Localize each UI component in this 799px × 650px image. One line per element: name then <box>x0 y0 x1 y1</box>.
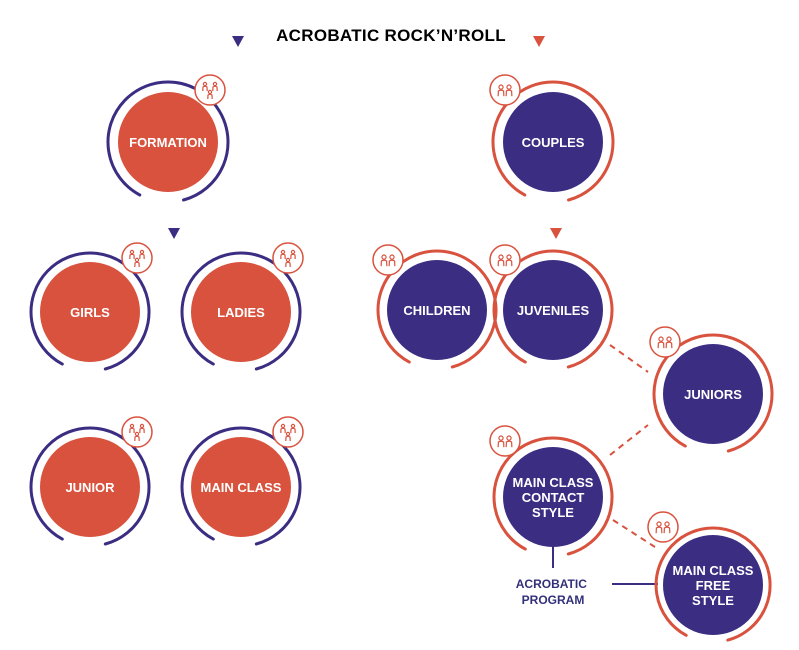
acrobatic-program-label: ACROBATIC PROGRAM <box>516 577 590 607</box>
node-disc <box>191 437 291 537</box>
node-disc <box>503 92 603 192</box>
node-children: CHILDREN <box>372 244 498 369</box>
node-ring-arc <box>29 426 151 546</box>
node-disc <box>503 447 603 547</box>
node-label: FORMATION <box>129 135 207 150</box>
node-label: CHILDREN <box>403 303 470 318</box>
node-ring-arc <box>376 249 498 369</box>
node-disc <box>503 260 603 360</box>
node-label: MAIN CLASS <box>201 480 282 495</box>
node-disc <box>118 92 218 192</box>
node-juniors: JUNIORS <box>649 326 774 453</box>
couples-branch-triangle-icon <box>550 228 562 239</box>
node-ring-arc <box>491 80 615 202</box>
node-label: COUPLES <box>522 135 585 150</box>
node-juveniles: JUVENILES <box>489 244 614 369</box>
group-formation-icon <box>194 74 226 106</box>
diagram-title: ACROBATIC ROCK’N’ROLL <box>276 26 506 45</box>
couple-icon <box>372 244 404 276</box>
node-ladies: LADIES <box>180 242 304 371</box>
node-ring-arc <box>180 251 302 371</box>
node-disc <box>387 260 487 360</box>
formation-branch-triangle-icon <box>168 228 180 239</box>
node-main-class: MAIN CLASS <box>180 416 304 546</box>
node-disc <box>40 437 140 537</box>
node-disc <box>663 535 763 635</box>
node-ring-arc <box>492 249 614 369</box>
node-ring-arc <box>654 526 772 642</box>
couple-icon <box>647 511 679 543</box>
node-formation: FORMATION <box>106 74 230 202</box>
junior-group-icon <box>121 416 153 448</box>
title-left-triangle-icon <box>232 36 244 47</box>
title-right-triangle-icon <box>533 36 545 47</box>
node-label: GIRLS <box>70 305 110 320</box>
connector-contact-free <box>612 519 656 548</box>
couple-icon <box>489 244 521 276</box>
node-ring-arc <box>492 436 614 556</box>
girls-group-icon <box>121 242 153 274</box>
node-label: LADIES <box>217 305 265 320</box>
node-ring-arc <box>29 251 151 371</box>
connector-juniors-contact <box>609 424 649 456</box>
node-couples: COUPLES <box>489 74 615 202</box>
node-label: JUNIORS <box>684 387 742 402</box>
node-disc <box>40 262 140 362</box>
main-class-group-icon <box>272 416 304 448</box>
couple-icon <box>489 74 521 106</box>
ladies-group-icon <box>272 242 304 274</box>
couple-icon <box>489 425 521 457</box>
connector-juveniles-juniors <box>609 344 649 373</box>
node-girls: GIRLS <box>29 242 153 371</box>
node-ring-arc <box>180 426 302 546</box>
node-disc <box>191 262 291 362</box>
node-label: JUVENILES <box>517 303 590 318</box>
node-junior: JUNIOR <box>29 416 153 546</box>
node-ring-arc <box>106 80 230 202</box>
node-disc <box>663 344 763 444</box>
node-label: JUNIOR <box>65 480 115 495</box>
node-ring-arc <box>652 333 774 453</box>
couple-icon <box>649 326 681 358</box>
